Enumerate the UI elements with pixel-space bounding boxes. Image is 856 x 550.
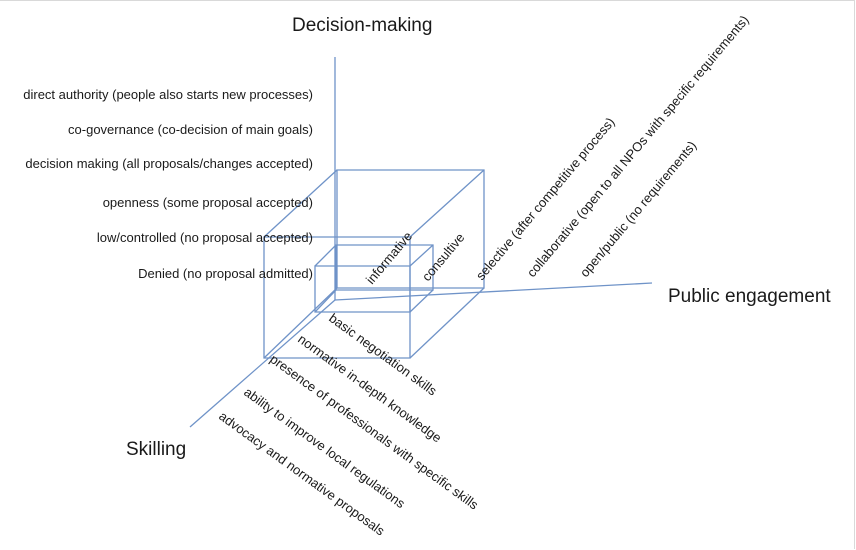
decision-making-level: direct authority (people also starts new… bbox=[23, 87, 313, 102]
public-engagement-level: consultive bbox=[419, 230, 468, 284]
decision-making-level: co-governance (co-decision of main goals… bbox=[68, 122, 313, 137]
inner-cube bbox=[314, 244, 434, 313]
public-engagement-level: open/public (no requirements) bbox=[577, 138, 700, 280]
public-engagement-axis-line bbox=[334, 282, 653, 301]
skilling-title: Skilling bbox=[126, 439, 186, 460]
decision-making-title: Decision-making bbox=[292, 15, 432, 36]
outer-cube bbox=[263, 169, 485, 359]
decision-making-level: Denied (no proposal admitted) bbox=[138, 266, 313, 281]
skilling-levels: basic negotiation skills normative in-de… bbox=[216, 310, 481, 539]
decision-making-level: decision making (all proposals/changes a… bbox=[25, 156, 313, 171]
public-engagement-title: Public engagement bbox=[668, 286, 831, 307]
decision-making-levels: direct authority (people also starts new… bbox=[23, 87, 313, 281]
skilling-level: basic negotiation skills bbox=[326, 310, 440, 398]
decision-making-level: low/controlled (no proposal accepted) bbox=[97, 230, 313, 245]
skilling-axis-line bbox=[189, 299, 336, 428]
public-engagement-level: collaborative (open to all NPOs with spe… bbox=[524, 12, 752, 280]
decision-making-level: openness (some proposal accepted) bbox=[103, 195, 313, 210]
public-engagement-levels: informative consultive selective (after … bbox=[363, 12, 752, 287]
